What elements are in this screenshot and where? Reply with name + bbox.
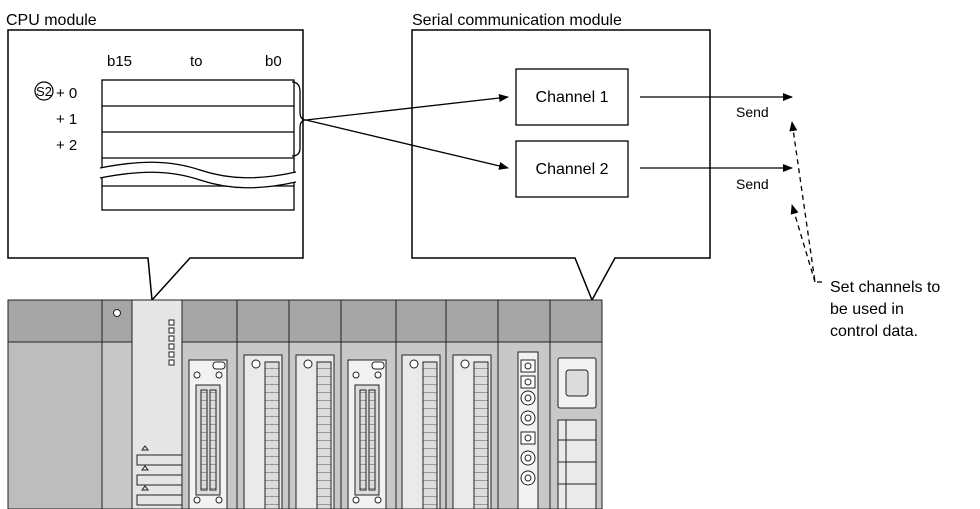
channel-2-box: Channel 2 <box>515 140 629 198</box>
s2-operand-label: S2 <box>36 84 52 99</box>
arrow-to-channel-1 <box>305 94 509 121</box>
control-data-leader <box>789 121 822 283</box>
bit-label-to: to <box>190 53 203 70</box>
cpu-module-title: CPU module <box>6 12 97 29</box>
send-label-2: Send <box>736 176 769 192</box>
serial-module-title: Serial communication module <box>412 12 622 29</box>
cpu-module-callout: CPU module b15 to b0 S2 + 0 + 1 + 2 <box>6 12 307 302</box>
device-table <box>99 79 297 211</box>
offset-0: + 0 <box>56 85 77 102</box>
offset-2: + 2 <box>56 137 77 154</box>
bit-label-b0: b0 <box>265 53 282 70</box>
plc-rack <box>7 299 603 509</box>
control-data-note: Set channels to be used in control data. <box>830 279 940 340</box>
channel-1-box: Channel 1 <box>515 68 629 126</box>
offset-1: + 1 <box>56 111 77 128</box>
send-label-1: Send <box>736 104 769 120</box>
bit-label-b15: b15 <box>107 53 132 70</box>
serial-module-callout: Serial communication module Channel 1 Ch… <box>411 12 711 302</box>
channel-1-label: Channel 1 <box>536 89 609 106</box>
arrow-to-channel-2 <box>305 119 509 170</box>
arrows <box>305 93 822 283</box>
note-line-2: be used in <box>830 301 904 318</box>
note-line-1: Set channels to <box>830 279 940 296</box>
channel-2-label: Channel 2 <box>536 161 609 178</box>
note-line-3: control data. <box>830 323 918 340</box>
s2-operand-symbol: S2 <box>34 81 54 101</box>
